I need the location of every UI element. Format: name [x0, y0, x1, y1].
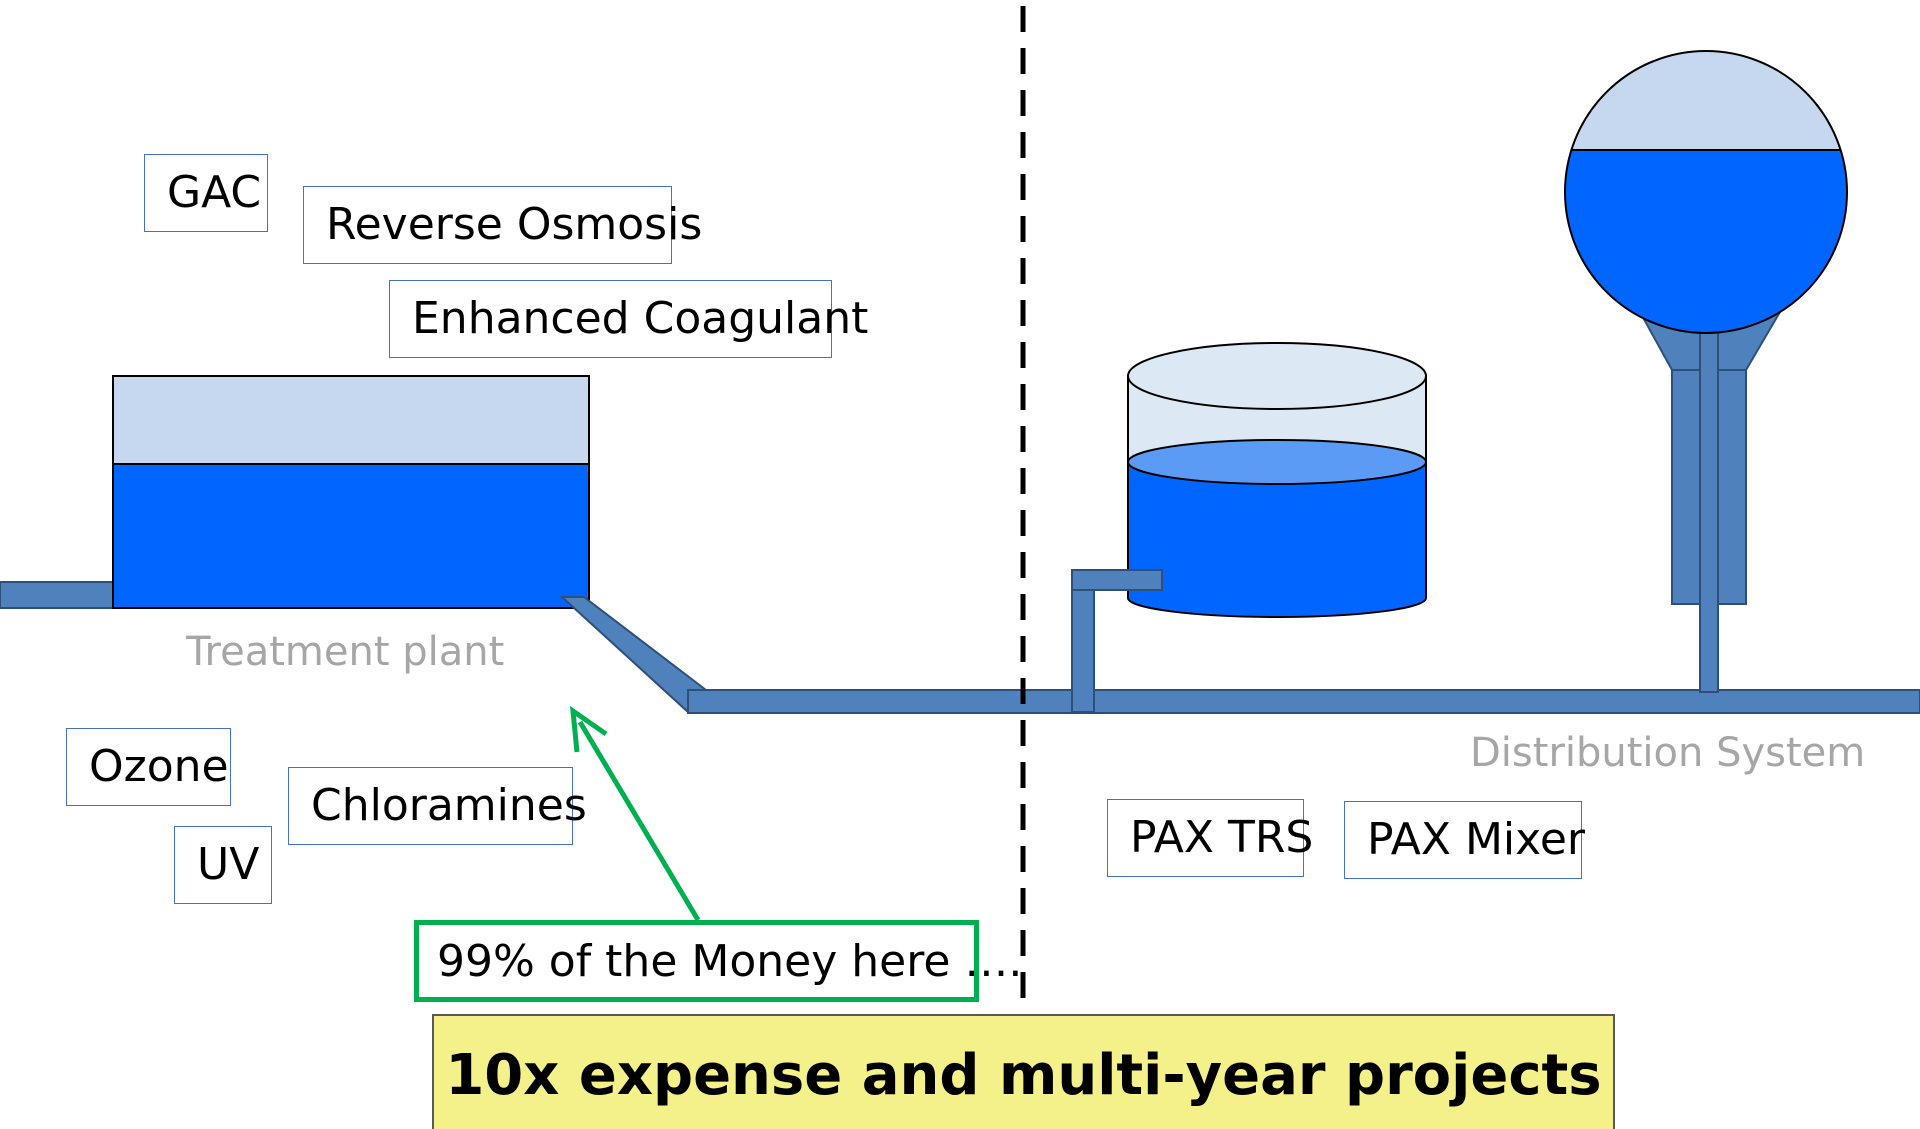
money-arrow-shaft [577, 720, 701, 922]
outlet-pipe [559, 596, 708, 714]
tank-riser-pipe [1071, 569, 1095, 713]
label-pax-trs: PAX TRS [1107, 799, 1313, 877]
caption-treatment-plant: Treatment plant [186, 629, 505, 675]
label-enhanced-coagulant: Enhanced Coagulant [389, 280, 868, 358]
inlet-pipe [0, 581, 116, 609]
expense-banner: 10x expense and multi-year projects [432, 1014, 1615, 1129]
label-pax-mixer: PAX Mixer [1344, 801, 1585, 879]
storage-tank-lid [1127, 342, 1427, 410]
label-chloramines: Chloramines [288, 767, 587, 845]
label-reverse-osmosis: Reverse Osmosis [303, 186, 702, 264]
label-gac: GAC [144, 154, 268, 232]
label-ozone: Ozone [66, 728, 231, 806]
tower-sphere-fill [1565, 51, 1847, 333]
tower-riser-pipe [1699, 325, 1719, 693]
storage-tank-water [1127, 461, 1427, 618]
treatment-basin-water [112, 463, 590, 609]
treatment-basin-air [112, 375, 590, 465]
label-uv: UV [174, 826, 272, 904]
caption-distribution-system: Distribution System [1470, 730, 1866, 776]
storage-tank-water-surface [1127, 439, 1427, 485]
money-callout: 99% of the Money here …. [414, 920, 1022, 1002]
tank-outlet-pipe-front [1071, 569, 1163, 591]
tower-sphere [1564, 50, 1848, 334]
money-arrow-head [569, 705, 608, 753]
distribution-main-pipe [687, 689, 1920, 714]
